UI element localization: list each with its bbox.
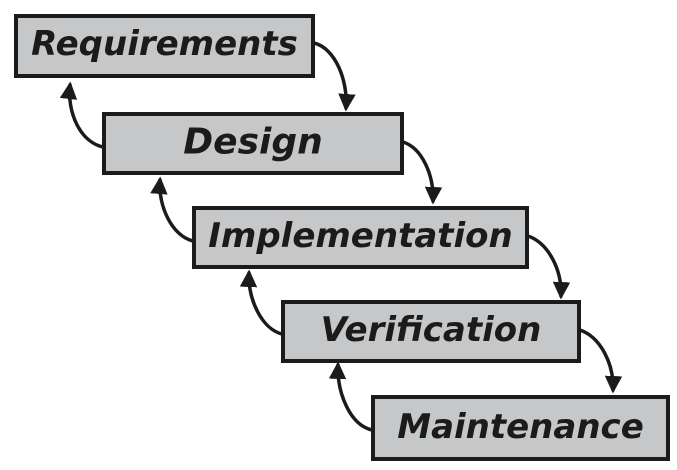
back-arrow-implementation-to-design	[150, 176, 195, 243]
stage-maintenance-box	[371, 395, 670, 461]
stage-verification: Verification	[281, 300, 581, 363]
stage-implementation-box	[192, 206, 529, 269]
stage-maintenance: Maintenance	[371, 395, 670, 461]
stage-requirements-box	[14, 14, 315, 78]
stage-verification-label: Verification	[321, 310, 542, 350]
flow-arrow-requirements-to-design	[312, 41, 356, 112]
stage-maintenance-label: Maintenance	[397, 407, 644, 447]
stage-implementation-label: Implementation	[208, 216, 513, 256]
back-arrow-design-to-requirements	[59, 81, 105, 149]
stage-design: Design	[102, 112, 404, 175]
stage-design-box	[102, 112, 404, 175]
stage-implementation: Implementation	[192, 206, 529, 269]
flow-arrow-implementation-to-verification	[526, 234, 571, 300]
flow-arrow-design-to-implementation	[401, 140, 443, 205]
stage-requirements-label: Requirements	[31, 24, 298, 64]
back-arrow-verification-to-implementation	[239, 269, 284, 336]
stage-requirements: Requirements	[14, 14, 315, 78]
back-arrow-maintenance-to-verification	[328, 361, 374, 432]
stage-verification-box	[281, 300, 581, 363]
stage-design-label: Design	[183, 122, 322, 163]
flow-arrow-verification-to-maintenance	[578, 328, 623, 394]
